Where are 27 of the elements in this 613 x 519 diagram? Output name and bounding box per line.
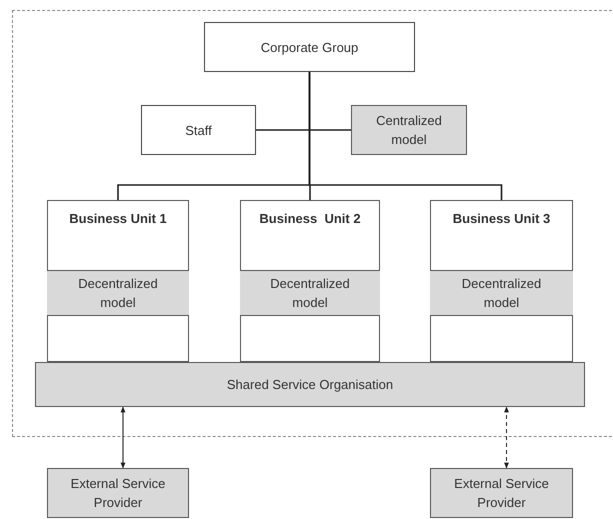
arrow [120,406,126,469]
business-unit-box [430,200,573,362]
org-box [204,22,415,72]
org-box [47,468,189,518]
business-unit-box [240,200,380,362]
box-label: External Service Provider [453,475,550,512]
box-label: Decentralized model [77,275,159,312]
box-label: Staff [184,122,213,140]
arrow [504,406,509,469]
model-band [240,270,380,316]
org-box [430,468,573,518]
box-label: Shared Service Organisation [226,376,394,394]
model-band [430,270,573,316]
box-label: Centralized model [375,112,443,149]
unit-heading: Business Unit 3 [452,210,552,228]
business-unit-box [47,200,189,362]
box-label: Decentralized model [269,275,351,312]
org-box [351,105,467,155]
org-box [35,362,585,407]
unit-heading: Business Unit 1 [68,210,168,228]
org-box [141,105,256,155]
connector-line [308,72,502,200]
box-label: Corporate Group [260,38,360,56]
box-label: Decentralized model [460,275,542,312]
model-band [47,270,189,316]
box-label: External Service Provider [70,475,166,512]
unit-heading: Business Unit 2 [258,210,362,228]
